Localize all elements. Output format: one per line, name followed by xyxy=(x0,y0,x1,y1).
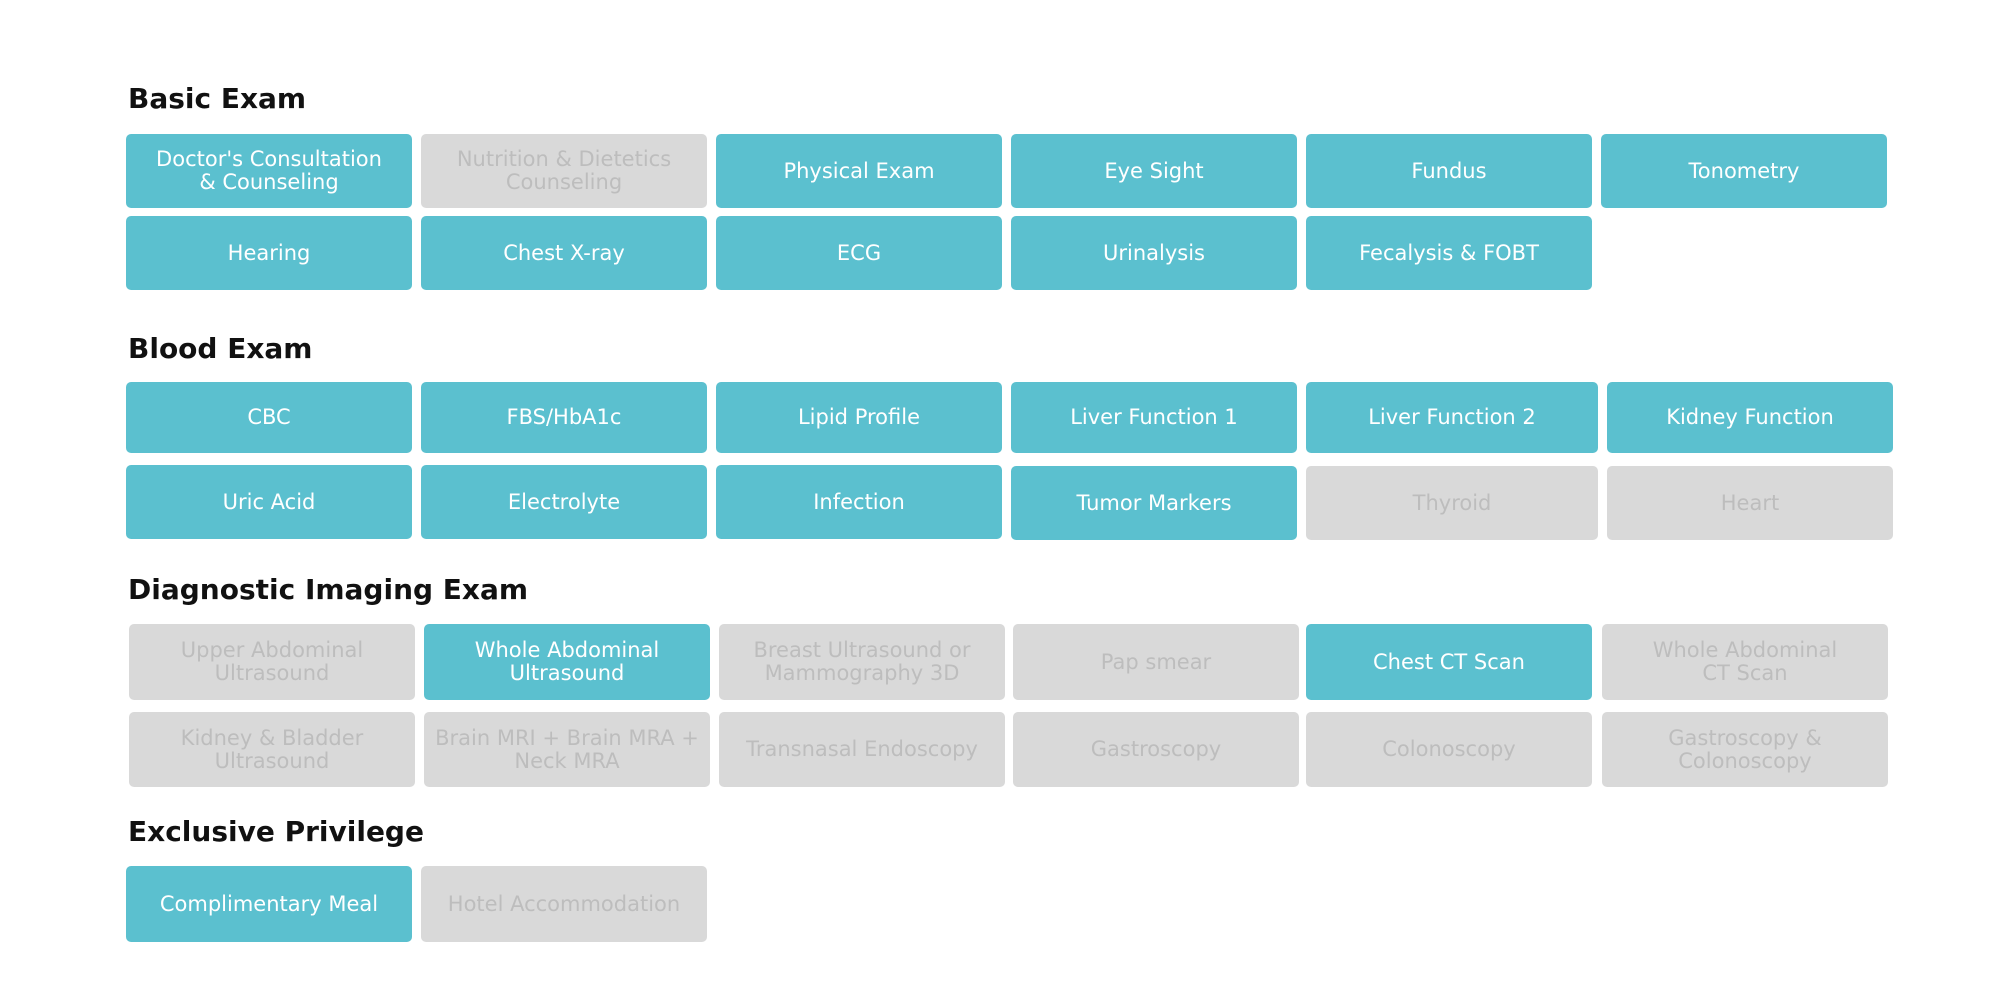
option-label: Doctor's Consultation & Counseling xyxy=(156,147,382,194)
option-label: Tumor Markers xyxy=(1076,490,1232,515)
option-label: Colonoscopy xyxy=(1382,737,1516,761)
option-kidney-function[interactable]: Kidney Function xyxy=(1607,382,1893,453)
option-label: ECG xyxy=(836,240,882,265)
option-whole-abdominal-ultrasound[interactable]: Whole Abdominal Ultrasound xyxy=(424,624,710,700)
option-electrolyte[interactable]: Electrolyte xyxy=(421,465,707,539)
option-colonoscopy[interactable]: Colonoscopy xyxy=(1306,712,1592,787)
option-label: Fecalysis & FOBT xyxy=(1359,240,1539,265)
option-tonometry[interactable]: Tonometry xyxy=(1601,134,1887,208)
option-label: Kidney & Bladder Ultrasound xyxy=(180,725,364,773)
option-pap-smear[interactable]: Pap smear xyxy=(1013,624,1299,700)
option-brain-mri-mra[interactable]: Brain MRI + Brain MRA + Neck MRA xyxy=(424,712,710,787)
option-label: Fundus xyxy=(1411,158,1487,183)
option-label: Upper Abdominal Ultrasound xyxy=(180,638,364,685)
option-heart[interactable]: Heart xyxy=(1607,466,1893,540)
option-transnasal-endoscopy[interactable]: Transnasal Endoscopy xyxy=(719,712,1005,787)
option-physical-exam[interactable]: Physical Exam xyxy=(716,134,1002,208)
option-label: Brain MRI + Brain MRA + Neck MRA xyxy=(435,725,699,773)
option-whole-abdominal-ct-scan[interactable]: Whole Abdominal CT Scan xyxy=(1602,624,1888,700)
option-tumor-markers[interactable]: Tumor Markers xyxy=(1011,466,1297,540)
option-uric-acid[interactable]: Uric Acid xyxy=(126,465,412,539)
option-label: Whole Abdominal Ultrasound xyxy=(474,638,660,685)
option-label: Liver Function 2 xyxy=(1368,405,1536,429)
option-breast-ultrasound-mammography[interactable]: Breast Ultrasound or Mammography 3D xyxy=(719,624,1005,700)
option-hearing[interactable]: Hearing xyxy=(126,216,412,290)
option-fundus[interactable]: Fundus xyxy=(1306,134,1592,208)
option-label: FBS/HbA1c xyxy=(506,405,622,429)
option-label: CBC xyxy=(247,405,291,429)
option-label: Urinalysis xyxy=(1103,240,1205,265)
option-label: Chest CT Scan xyxy=(1373,649,1525,674)
option-ecg[interactable]: ECG xyxy=(716,216,1002,290)
option-label: Physical Exam xyxy=(783,158,935,183)
section-title-exclusive-privilege: Exclusive Privilege xyxy=(128,815,424,848)
option-chest-ct-scan[interactable]: Chest CT Scan xyxy=(1306,624,1592,700)
option-complimentary-meal[interactable]: Complimentary Meal xyxy=(126,866,412,942)
option-label: Chest X-ray xyxy=(503,240,625,265)
option-eye-sight[interactable]: Eye Sight xyxy=(1011,134,1297,208)
option-label: Uric Acid xyxy=(222,489,316,514)
option-doctors-consultation[interactable]: Doctor's Consultation & Counseling xyxy=(126,134,412,208)
option-kidney-bladder-ultrasound[interactable]: Kidney & Bladder Ultrasound xyxy=(129,712,415,787)
option-label: Pap smear xyxy=(1100,649,1212,674)
option-hotel-accommodation[interactable]: Hotel Accommodation xyxy=(421,866,707,942)
option-label: Whole Abdominal CT Scan xyxy=(1652,638,1838,685)
option-chest-xray[interactable]: Chest X-ray xyxy=(421,216,707,290)
option-label: Kidney Function xyxy=(1666,405,1834,429)
option-liver-function-2[interactable]: Liver Function 2 xyxy=(1306,382,1598,453)
option-label: Nutrition & Dietetics Counseling xyxy=(456,147,672,194)
option-lipid-profile[interactable]: Lipid Profile xyxy=(716,382,1002,453)
option-label: Lipid Profile xyxy=(797,405,920,429)
option-thyroid[interactable]: Thyroid xyxy=(1306,466,1598,540)
option-label: Electrolyte xyxy=(507,489,621,514)
option-label: Liver Function 1 xyxy=(1070,405,1238,429)
option-urinalysis[interactable]: Urinalysis xyxy=(1011,216,1297,290)
option-fecalysis-fobt[interactable]: Fecalysis & FOBT xyxy=(1306,216,1592,290)
option-label: Complimentary Meal xyxy=(159,891,379,916)
option-label: Hearing xyxy=(227,240,311,265)
option-nutrition-dietetics[interactable]: Nutrition & Dietetics Counseling xyxy=(421,134,707,208)
option-label: Breast Ultrasound or Mammography 3D xyxy=(753,638,971,685)
option-gastroscopy-colonoscopy[interactable]: Gastroscopy & Colonoscopy xyxy=(1602,712,1888,787)
option-label: Gastroscopy xyxy=(1090,737,1222,761)
option-label: Heart xyxy=(1720,490,1780,515)
section-title-diagnostic-imaging-exam: Diagnostic Imaging Exam xyxy=(128,573,529,606)
option-infection[interactable]: Infection xyxy=(716,465,1002,539)
option-cbc[interactable]: CBC xyxy=(126,382,412,453)
option-upper-abdominal-ultrasound[interactable]: Upper Abdominal Ultrasound xyxy=(129,624,415,700)
option-label: Thyroid xyxy=(1412,490,1492,515)
option-label: Infection xyxy=(813,489,905,514)
option-label: Hotel Accommodation xyxy=(447,891,681,916)
option-label: Tonometry xyxy=(1688,158,1800,183)
option-label: Transnasal Endoscopy xyxy=(746,737,978,761)
option-gastroscopy[interactable]: Gastroscopy xyxy=(1013,712,1299,787)
option-label: Gastroscopy & Colonoscopy xyxy=(1668,725,1822,773)
section-title-basic-exam: Basic Exam xyxy=(128,82,307,115)
option-fbs-hba1c[interactable]: FBS/HbA1c xyxy=(421,382,707,453)
section-title-blood-exam: Blood Exam xyxy=(128,332,313,365)
option-liver-function-1[interactable]: Liver Function 1 xyxy=(1011,382,1297,453)
option-label: Eye Sight xyxy=(1104,158,1204,183)
